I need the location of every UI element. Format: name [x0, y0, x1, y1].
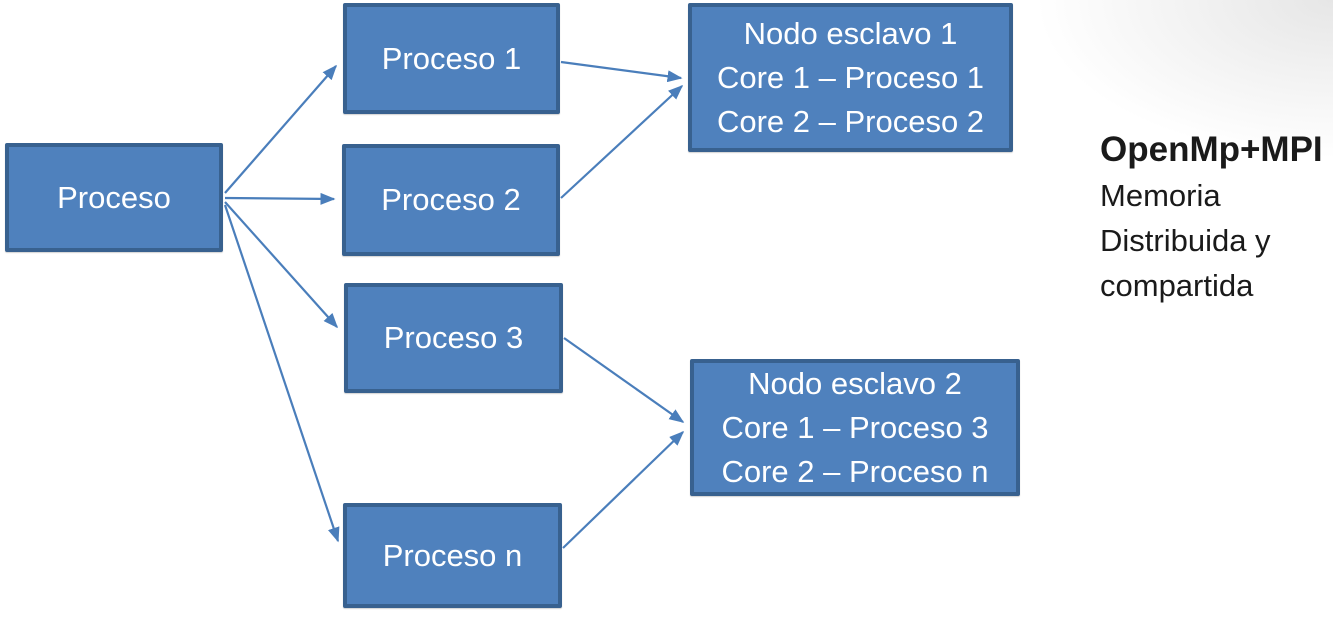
node-proceso-1: Proceso 1: [343, 3, 560, 114]
annotation-line-2: Distribuida y: [1100, 223, 1271, 258]
arrow-proceso-to-proceso-n: [223, 204, 340, 543]
arrow-proceso-to-proceso-2: [224, 192, 336, 205]
node-proceso-1-label: Proceso 1: [381, 40, 522, 76]
node-nodo-esclavo-1: Nodo esclavo 1 Core 1 – Proceso 1 Core 2…: [688, 3, 1013, 152]
node-proceso-2-label: Proceso 2: [381, 182, 521, 217]
annotation-line-3: compartida: [1100, 268, 1254, 303]
annotation-title: OpenMp+MPI: [1100, 130, 1323, 169]
node-proceso-n-label: Proceso n: [382, 537, 523, 573]
arrow-proceso-n-to-nodo-2: [562, 430, 685, 549]
arrow-proceso-to-proceso-3: [224, 201, 339, 329]
nodo-esclavo-1-core-1: Core 1 – Proceso 1: [716, 59, 985, 95]
node-nodo-esclavo-2: Nodo esclavo 2 Core 1 – Proceso 3 Core 2…: [690, 359, 1020, 496]
nodo-esclavo-1-title: Nodo esclavo 1: [743, 15, 958, 51]
node-proceso-3-label: Proceso 3: [383, 320, 524, 355]
node-proceso: Proceso: [5, 143, 223, 252]
node-proceso-3: Proceso 3: [344, 283, 563, 393]
annotation-line-1: Memoria: [1100, 178, 1221, 213]
annotation-block: OpenMp+MPI Memoria Distribuida y compart…: [1100, 126, 1333, 308]
nodo-esclavo-2-core-2: Core 2 – Proceso n: [721, 453, 989, 489]
nodo-esclavo-2-core-1: Core 1 – Proceso 3: [721, 409, 989, 445]
arrow-proceso-to-proceso-1: [224, 64, 337, 194]
node-proceso-n: Proceso n: [343, 503, 562, 608]
nodo-esclavo-2-title: Nodo esclavo 2: [748, 365, 962, 401]
node-proceso-2: Proceso 2: [342, 144, 560, 256]
arrow-proceso-2-to-nodo-1: [560, 84, 684, 199]
node-proceso-label: Proceso: [57, 179, 171, 215]
arrow-proceso-3-to-nodo-2: [563, 337, 685, 423]
arrow-proceso-1-to-nodo-1: [560, 60, 683, 83]
nodo-esclavo-1-core-2: Core 2 – Proceso 2: [716, 103, 985, 139]
